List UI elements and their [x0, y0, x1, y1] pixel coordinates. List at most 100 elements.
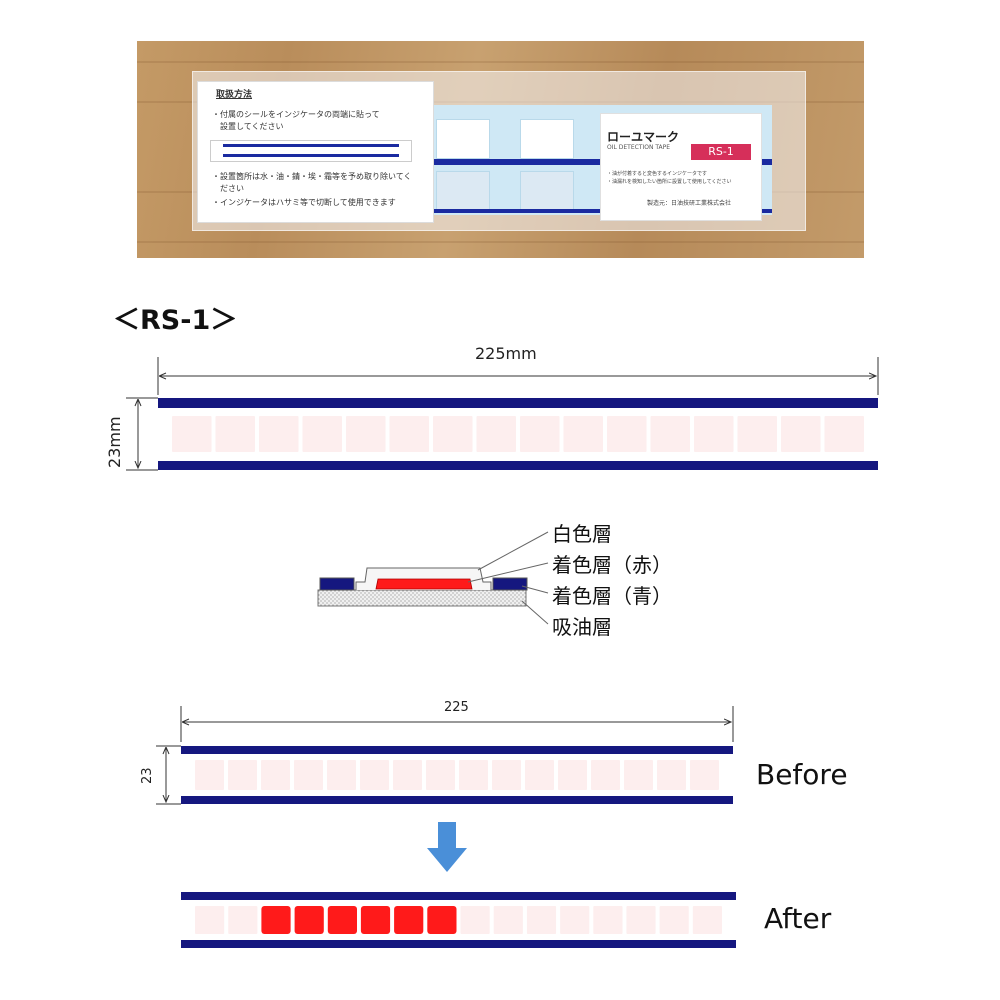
product-name: ローユマーク: [607, 130, 680, 144]
tape-before: [181, 746, 733, 804]
indicator-cell: [476, 416, 516, 452]
indicator-cell: [520, 416, 560, 452]
indicator-cell: [215, 416, 255, 452]
layer-label-absorbent: 吸油層: [552, 615, 612, 639]
tape-bottom-band: [181, 796, 733, 804]
indicator-cell: [690, 760, 719, 790]
indicator-cell: [172, 416, 212, 452]
indicator-cell: [624, 760, 653, 790]
tape-after: [181, 892, 736, 948]
indicator-cell: [593, 906, 623, 934]
indicator-cell: [389, 416, 429, 452]
stained-indicator-cell: [394, 906, 424, 934]
instruction-heading: 取扱方法: [216, 90, 253, 100]
product-name-en: OIL DETECTION TAPE: [607, 144, 671, 151]
indicator-cell: [459, 760, 488, 790]
section-title: ＜RS-1＞: [113, 305, 238, 336]
indicator-cell: [327, 760, 356, 790]
blue-layer-left: [319, 577, 355, 591]
before-width-label: 225: [444, 700, 469, 715]
leader-line: [521, 585, 549, 594]
indicator-cell: [650, 416, 690, 452]
tape-top-band: [181, 892, 736, 900]
indicator-cell: [360, 760, 389, 790]
product-photo: 取扱方法 ・付属のシールをインジケータの両端に貼って 設置してください ・設置箇…: [137, 41, 864, 258]
leader-line: [521, 600, 549, 625]
indicator-cell: [659, 906, 689, 934]
indicator-cell: [737, 416, 777, 452]
indicator-cell: [259, 416, 299, 452]
tape-top-band: [181, 746, 733, 754]
indicator-cell: [195, 906, 225, 934]
indicator-cell: [460, 906, 490, 934]
stained-indicator-cell: [294, 906, 324, 934]
cross-section: [317, 531, 549, 625]
indicator-cell: [558, 760, 587, 790]
height-dimension: [126, 397, 158, 471]
width-dimension: [157, 357, 879, 395]
indicator-cell: [302, 416, 342, 452]
before-label: Before: [756, 758, 848, 791]
indicator-cell: [657, 760, 686, 790]
instruction-line: 設置してください: [212, 122, 284, 131]
before-height-label: 23: [140, 767, 155, 784]
red-layer: [375, 578, 473, 590]
layer-label-white: 白色層: [552, 522, 612, 546]
instruction-line: ださい: [212, 184, 244, 193]
product-label: ローユマーク OIL DETECTION TAPE RS-1 ・油が付着すると変…: [600, 113, 762, 221]
indicator-cell: [781, 416, 821, 452]
stained-indicator-cell: [360, 906, 391, 934]
product-note: ・油が付着すると変色するインジケータです: [607, 171, 708, 177]
instruction-line: ・インジケータはハサミ等で切断して使用できます: [212, 198, 396, 207]
wood-grain: [137, 61, 864, 63]
tape-bottom-band: [181, 940, 736, 948]
mini-strip-band: [223, 154, 399, 157]
wood-grain: [137, 241, 864, 243]
layer-label-red: 着色層（赤）: [552, 553, 672, 577]
indicator-cell: [492, 760, 521, 790]
tape-top-band: [158, 398, 878, 408]
indicator-cell: [294, 760, 323, 790]
leader-line: [467, 562, 549, 583]
indicator-cell: [694, 416, 734, 452]
before-width-dimension: [180, 706, 734, 742]
before-height-dimension: [156, 745, 181, 805]
product-note: ・油漏れを検知したい箇所に設置して使用してください: [607, 179, 732, 185]
width-dimension-label: 225mm: [475, 344, 537, 363]
indicator-cell: [560, 906, 590, 934]
stained-indicator-cell: [427, 906, 457, 934]
stained-indicator-cell: [261, 906, 291, 934]
indicator-cell: [261, 760, 290, 790]
indicator-cell: [626, 906, 656, 934]
instruction-line: ・付属のシールをインジケータの両端に貼って: [212, 110, 380, 119]
product-code-badge: RS-1: [691, 144, 751, 160]
indicator-cell: [228, 906, 258, 934]
after-label: After: [764, 902, 832, 935]
tape-tile: [436, 119, 490, 159]
indicator-cell: [426, 760, 455, 790]
instruction-card: 取扱方法 ・付属のシールをインジケータの両端に貼って 設置してください ・設置箇…: [197, 81, 434, 223]
blue-layer-right: [492, 577, 528, 591]
indicator-cell: [346, 416, 386, 452]
indicator-cell: [591, 760, 620, 790]
down-arrow-icon: [427, 822, 467, 872]
tape-tile: [436, 171, 490, 211]
indicator-cell: [563, 416, 603, 452]
indicator-cell: [393, 760, 422, 790]
tape-tile: [520, 119, 574, 159]
indicator-cell: [525, 760, 554, 790]
indicator-cell: [228, 760, 257, 790]
oil-absorbing-layer: [317, 589, 527, 607]
mini-strip-band: [223, 144, 399, 147]
instruction-line: ・設置箇所は水・油・錆・埃・霜等を予め取り除いてく: [212, 172, 412, 181]
tape-bottom-band: [158, 461, 878, 470]
tape-top-view: [158, 398, 878, 470]
indicator-cell: [526, 906, 557, 934]
indicator-cell: [433, 416, 473, 452]
indicator-cell: [607, 416, 647, 452]
maker-name: 製造元：日油技研工業株式会社: [647, 200, 732, 207]
indicator-cell: [195, 760, 224, 790]
layer-label-blue: 着色層（青）: [552, 584, 672, 608]
mini-tape-illustration: [210, 140, 412, 162]
